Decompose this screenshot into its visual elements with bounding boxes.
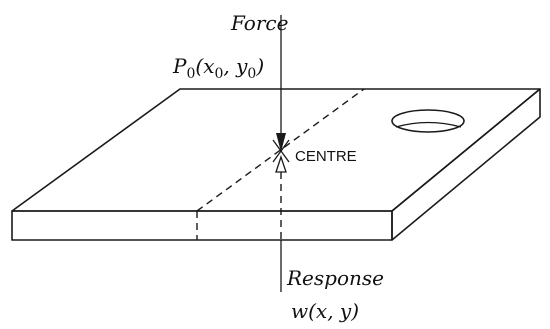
response-expression: w(x, y)	[291, 299, 359, 323]
force-arrow	[276, 15, 286, 152]
centre-line-top	[196, 88, 365, 212]
response-label: Response	[286, 266, 384, 290]
hole	[391, 109, 465, 133]
centre-marker	[272, 139, 290, 163]
response-arrow	[275, 154, 287, 292]
plate-side-face	[391, 88, 541, 241]
force-label: Force	[230, 11, 288, 35]
plate-front-face	[11, 210, 393, 241]
plate-top-face	[11, 88, 541, 212]
centre-label: CENTRE	[295, 148, 357, 165]
force-expression: P0(x0, y0)	[172, 54, 264, 82]
